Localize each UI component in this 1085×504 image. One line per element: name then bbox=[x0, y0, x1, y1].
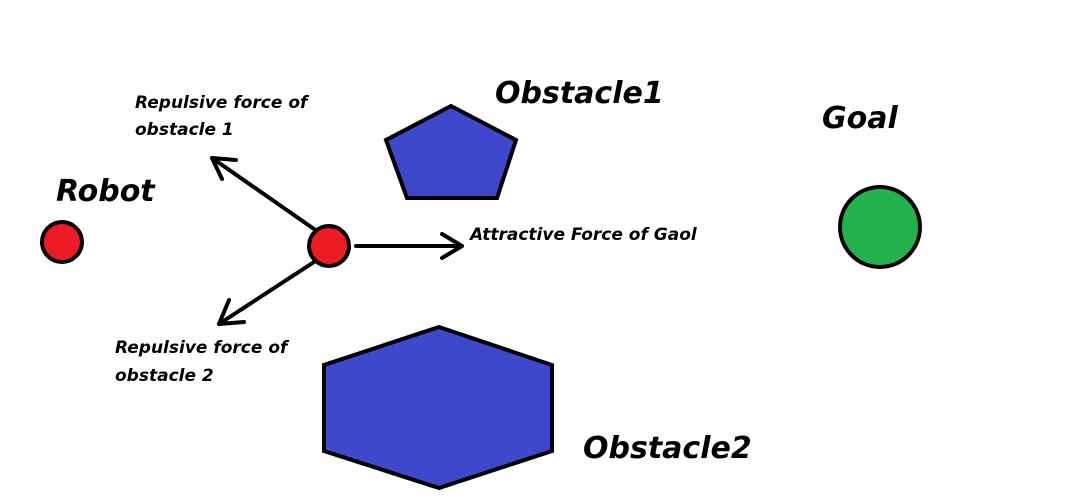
obstacle2-label: Obstacle2 bbox=[583, 431, 752, 466]
goal-label: Goal bbox=[822, 101, 898, 136]
goal-circle bbox=[838, 185, 922, 269]
repulsive-force-1-label-line1: Repulsive force of bbox=[135, 93, 310, 113]
repulsive-force-1-label-line2: obstacle 1 bbox=[135, 120, 234, 140]
obstacle2-hexagon bbox=[322, 324, 554, 491]
attractive-force-label: Attractive Force of Gaol bbox=[468, 225, 698, 245]
repulsive-force-2-label-line2: obstacle 2 bbox=[115, 366, 214, 386]
robot-current-circle bbox=[307, 224, 351, 268]
robot-label: Robot bbox=[56, 174, 156, 209]
robot-start-circle bbox=[40, 220, 84, 264]
attractive-force-arrow bbox=[354, 232, 464, 260]
obstacle1-pentagon bbox=[383, 103, 519, 200]
obstacle1-label: Obstacle1 bbox=[495, 76, 664, 111]
repulsive-force-2-label-line1: Repulsive force of bbox=[115, 338, 290, 358]
repulsive-force-2-arrow bbox=[217, 260, 316, 326]
repulsive-force-1-arrow bbox=[210, 156, 316, 231]
